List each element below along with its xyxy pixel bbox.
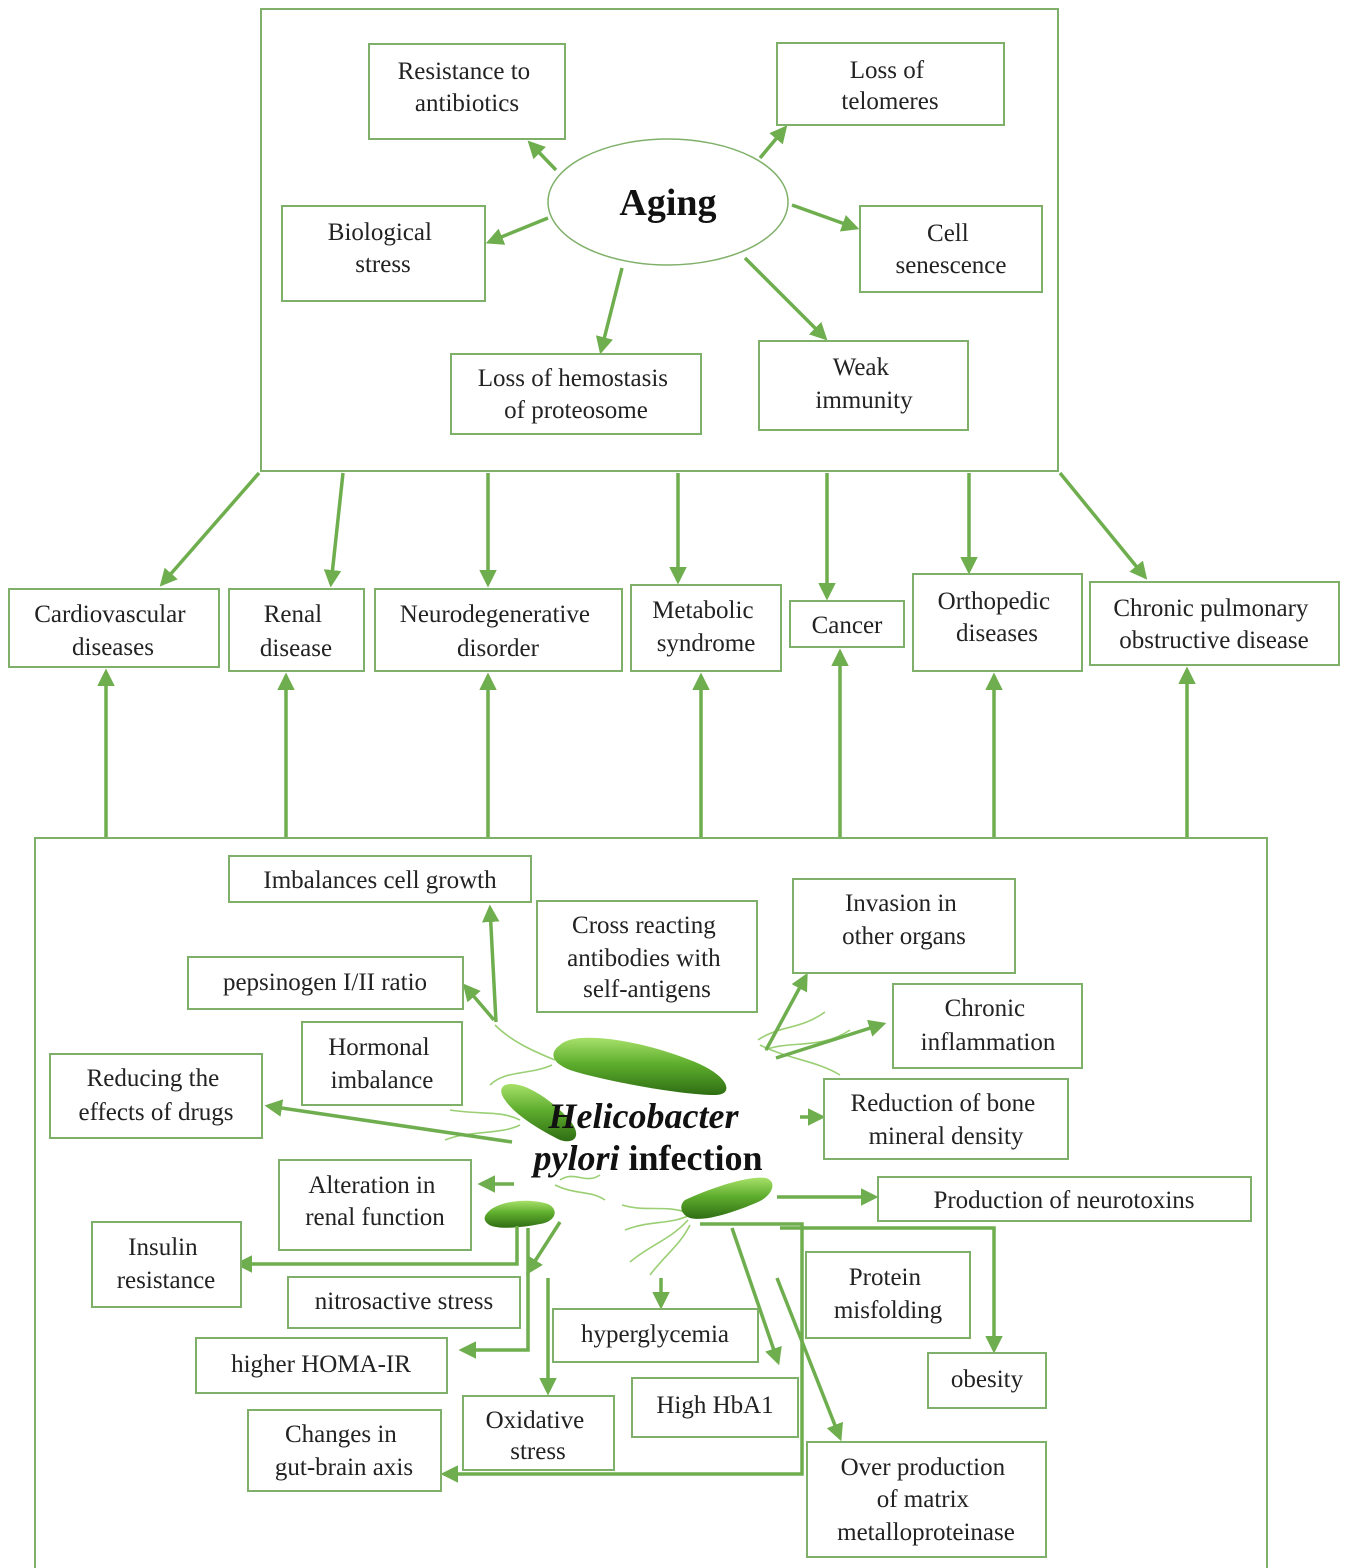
disease-cardio-label: Cardiovascular diseases	[34, 601, 192, 661]
infection-effect-neurotoxins: Production of neurotoxins	[877, 1176, 1252, 1222]
disease-cardio: Cardiovascular diseases	[8, 588, 220, 668]
aging-frame	[260, 8, 1059, 472]
aging-effect-biological: Biological stress	[281, 205, 486, 302]
aging-effect-resistance-label: Resistance to antibiotics	[398, 58, 537, 117]
aging-effect-immunity: Weak immunity	[758, 340, 969, 431]
infection-effect-cross-label: Cross reacting antibodies with self-anti…	[567, 912, 727, 1003]
disease-copd: Chronic pulmonary obstructive disease	[1089, 581, 1340, 666]
infection-effect-inflammation: Chronic inflammation	[892, 983, 1083, 1069]
aging-effect-senescence-label: Cell senescence	[895, 220, 1006, 279]
aging-title: Aging	[619, 182, 716, 224]
disease-cancer-label: Cancer	[812, 612, 883, 639]
infection-effect-renal-fn: Alteration in renal function	[278, 1159, 472, 1251]
aging-effect-hemostasis-label: Loss of hemostasis of proteosome	[478, 365, 675, 424]
infection-effect-invasion-label: Invasion in other organs	[842, 890, 966, 950]
disease-renal-label: Renal disease	[260, 601, 332, 662]
bacterium-left	[501, 1084, 577, 1142]
disease-ortho-label: Orthopedic diseases	[938, 588, 1057, 647]
infection-effect-growth: Imbalances cell growth	[228, 855, 532, 903]
aging-effect-telomeres: Loss of telomeres	[776, 42, 1005, 126]
disease-cancer: Cancer	[789, 600, 905, 648]
aging-effect-hemostasis: Loss of hemostasis of proteosome	[450, 353, 702, 435]
infection-effect-drugs: Reducing the effects of drugs	[49, 1053, 263, 1139]
infection-effect-neurotoxins-label: Production of neurotoxins	[933, 1187, 1194, 1214]
infection-effect-nitro: nitrosactive stress	[287, 1276, 521, 1329]
infection-effect-hyperglycemia-label: hyperglycemia	[581, 1321, 729, 1348]
disease-metabolic: Metabolic syndrome	[630, 584, 782, 672]
aging-effect-biological-label: Biological stress	[328, 219, 438, 278]
infection-effect-matrix: Over production of matrix metalloprotein…	[806, 1441, 1047, 1558]
aging-effect-senescence: Cell senescence	[859, 205, 1043, 293]
infection-effect-protein-label: Protein misfolding	[834, 1264, 943, 1324]
infection-effect-oxidative-label: Oxidative stress	[486, 1407, 591, 1465]
infection-effect-pepsinogen: pepsinogen I/II ratio	[187, 956, 464, 1010]
infection-effect-bone: Reduction of bone mineral density	[823, 1078, 1069, 1160]
disease-neuro: Neurodegenerative disorder	[374, 588, 623, 672]
infection-effect-gutbrain: Changes in gut-brain axis	[247, 1409, 442, 1492]
infection-effect-cross: Cross reacting antibodies with self-anti…	[536, 900, 758, 1013]
bacterium-small	[484, 1200, 555, 1228]
disease-copd-label: Chronic pulmonary obstructive disease	[1113, 595, 1314, 654]
infection-effect-gutbrain-label: Changes in gut-brain axis	[275, 1421, 413, 1481]
infection-effect-homa-label: higher HOMA-IR	[231, 1351, 411, 1378]
infection-effect-invasion: Invasion in other organs	[792, 878, 1016, 974]
infection-effect-insulin: Insulin resistance	[91, 1221, 242, 1308]
infection-frame	[34, 837, 1268, 1568]
infection-effect-hba1: High HbA1	[631, 1377, 799, 1438]
infection-effect-homa: higher HOMA-IR	[195, 1337, 448, 1394]
infection-effect-insulin-label: Insulin resistance	[117, 1234, 216, 1294]
infection-effect-hba1-label: High HbA1	[656, 1392, 773, 1419]
arrow-aging-hemostasis	[595, 267, 624, 355]
arrow-aging-biological	[485, 216, 549, 245]
aging-effect-resistance: Resistance to antibiotics	[368, 43, 566, 140]
infection-effect-drugs-label: Reducing the effects of drugs	[78, 1065, 233, 1126]
infection-effect-hormonal: Hormonal imbalance	[301, 1021, 463, 1106]
aging-effect-immunity-label: Weak immunity	[815, 354, 913, 414]
infection-arrows	[234, 904, 1003, 1483]
infection-effect-obesity-label: obesity	[951, 1366, 1024, 1393]
disease-neuro-label: Neurodegenerative disorder	[400, 601, 596, 662]
infection-effect-hormonal-label: Hormonal imbalance	[328, 1034, 436, 1094]
infection-effect-growth-label: Imbalances cell growth	[263, 867, 497, 894]
infection-title: Helicobacter pylori infection	[531, 1096, 763, 1178]
arrow-aging-senescence	[791, 203, 860, 232]
infection-effect-matrix-label: Over production of matrix metalloprotein…	[837, 1454, 1015, 1546]
infection-effect-bone-label: Reduction of bone mineral density	[851, 1090, 1042, 1150]
infection-effect-inflammation-label: Chronic inflammation	[921, 995, 1056, 1056]
bacterium-large	[553, 1037, 727, 1095]
infection-effect-hyperglycemia: hyperglycemia	[552, 1308, 759, 1363]
arrow-aging-resistance	[527, 140, 558, 172]
bacteria-illustration	[444, 1011, 851, 1276]
infection-effect-protein: Protein misfolding	[805, 1251, 971, 1339]
arrow-aging-immunity	[743, 256, 828, 341]
infection-effect-oxidative: Oxidative stress	[462, 1395, 615, 1471]
disease-ortho: Orthopedic diseases	[912, 573, 1083, 672]
infection-effect-nitro-label: nitrosactive stress	[315, 1288, 493, 1315]
disease-metabolic-label: Metabolic syndrome	[652, 597, 760, 657]
infection-effect-obesity: obesity	[927, 1352, 1047, 1409]
infection-effect-pepsinogen-label: pepsinogen I/II ratio	[223, 969, 427, 996]
disease-renal: Renal disease	[228, 588, 365, 672]
aging-effect-telomeres-label: Loss of telomeres	[841, 57, 938, 115]
arrow-aging-telomeres	[758, 125, 788, 160]
aging-arrows	[485, 125, 860, 355]
aging-ellipse	[547, 138, 789, 266]
infection-effect-renal-fn-label: Alteration in renal function	[305, 1172, 445, 1231]
bacterium-right	[681, 1177, 773, 1219]
aging-to-disease-arrows	[159, 471, 1148, 601]
infection-to-disease-arrows	[97, 648, 1196, 838]
